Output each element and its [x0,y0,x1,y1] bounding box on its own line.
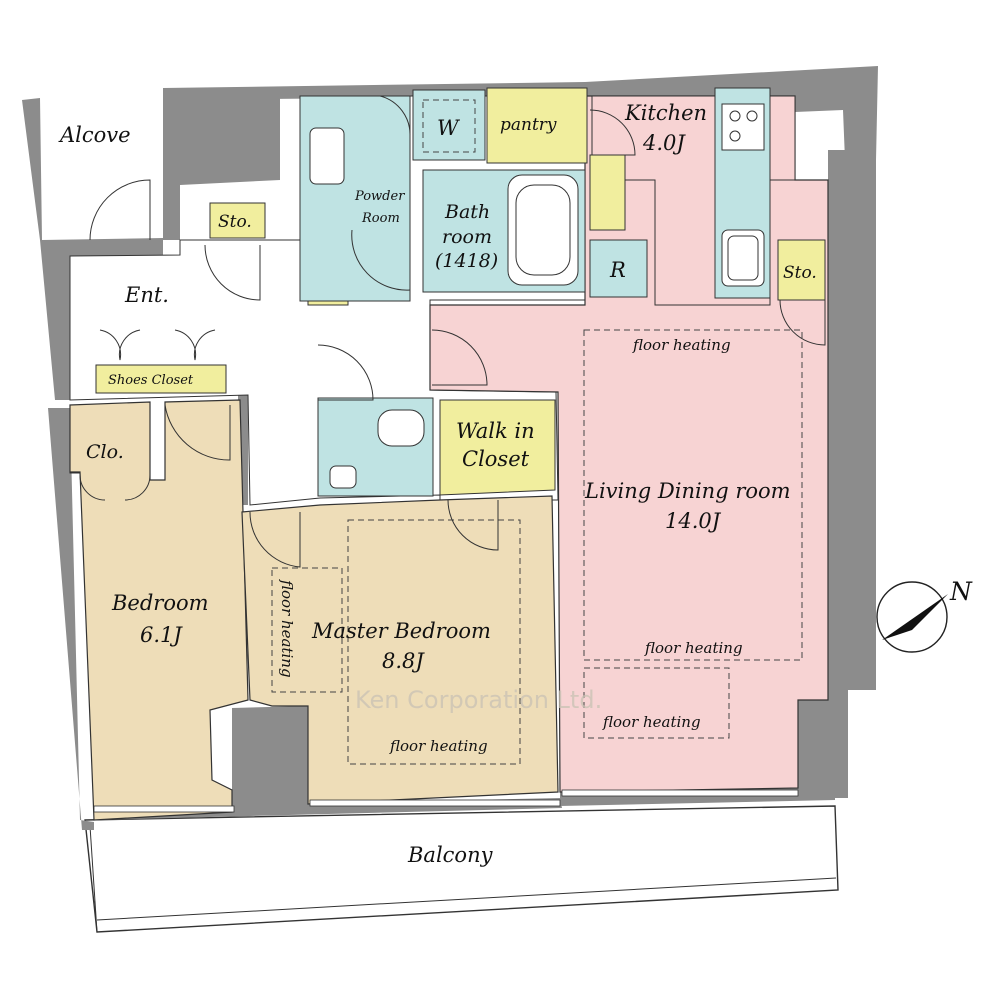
floor-heating-label: floor heating [644,639,743,657]
kitchen-label: Kitchen [624,101,707,125]
shoes-closet-label: Shoes Closet [108,373,194,388]
bedroom-label: Bedroom [111,591,209,615]
bedroom-size: 6.1J [140,623,183,647]
fridge-label: R [609,258,626,282]
entrance-label: Ent. [124,283,169,307]
master-bedroom-label: Master Bedroom [311,619,491,643]
windows [93,789,799,813]
kitchen-size: 4.0J [642,131,686,155]
balcony-label: Balcony [407,843,494,867]
bedroom [69,399,249,821]
walk-in-closet-label: Walk in [456,419,535,443]
storage-areas [69,87,826,496]
balcony [84,805,839,933]
living-dining-size: 14.0J [665,509,722,533]
bath-label: Bath [444,201,490,223]
living-dining-label: Living Dining room [584,479,791,503]
storage-left-label: Sto. [218,212,252,232]
watermark: Ken Corporation Ltd. [355,686,602,714]
closet-label: Clo. [86,441,124,463]
bath-label-2: room [442,226,492,248]
bath-size: (1418) [435,250,498,272]
master-bedroom-size: 8.8J [382,649,425,673]
north-arrow-icon: N [876,577,973,653]
pantry-label: pantry [500,115,557,135]
floor-heating-label: floor heating [602,713,701,731]
wet-areas [299,89,648,497]
outer-walls [22,66,878,830]
powder-room-label: Powder [354,189,405,204]
powder-room-label-2: Room [361,211,400,226]
kitchen-counter [714,87,771,299]
walk-in-closet-label-2: Closet [462,447,530,471]
doors [79,95,826,568]
storage-right-label: Sto. [783,263,817,283]
floor-heating-label: floor heating [632,336,731,354]
washer-label: W [437,116,461,140]
alcove-label: Alcove [58,123,131,147]
master-bedroom [241,495,559,805]
compass-north-label: N [949,577,973,606]
floor-heating-label: floor heating [389,737,488,755]
floor-heating-label: floor heating [278,579,296,678]
